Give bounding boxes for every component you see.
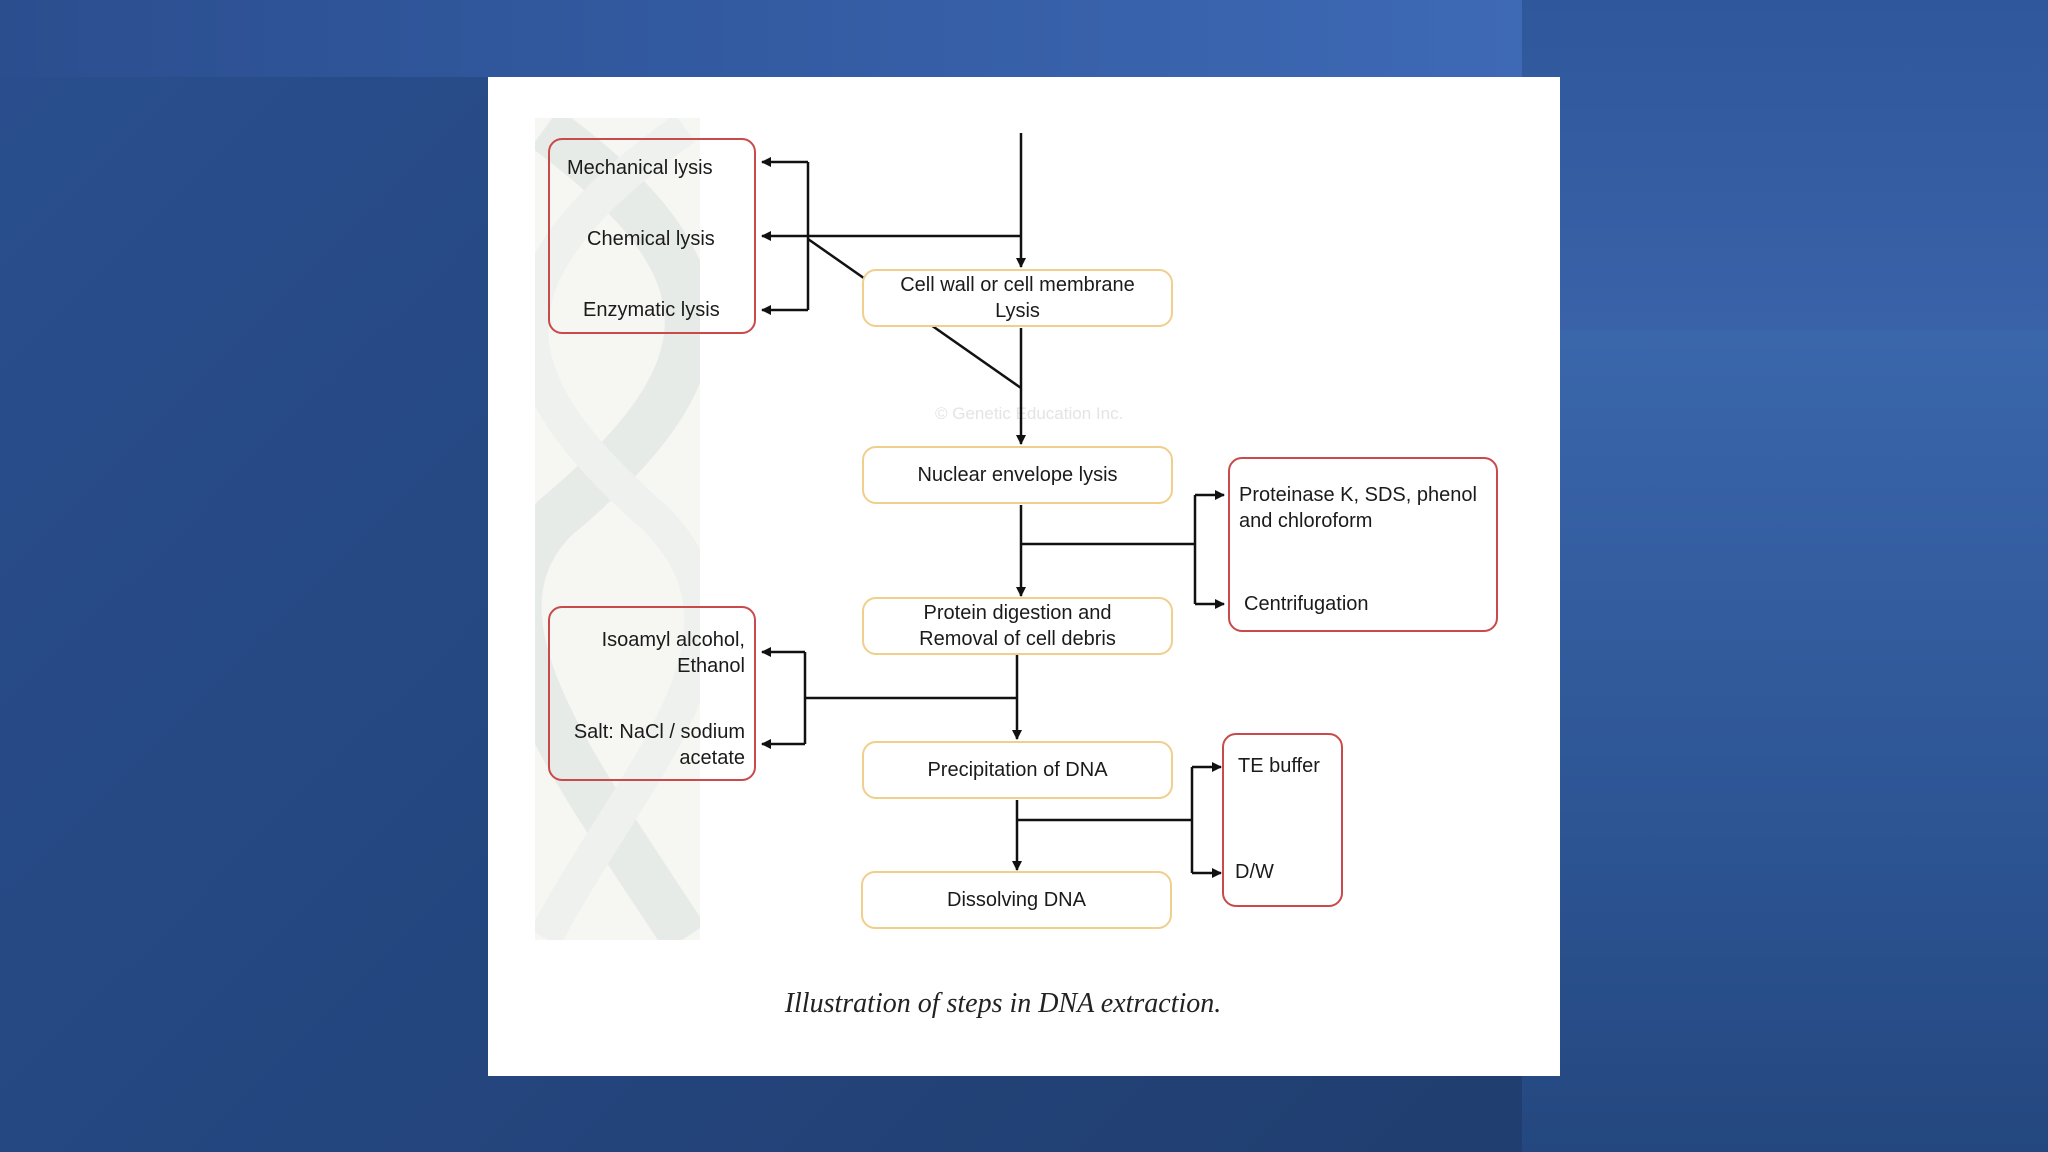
step-precipitation: Precipitation of DNA: [862, 741, 1173, 799]
te-buffer-label: TE buffer: [1238, 755, 1320, 777]
step-nuclear-lysis: Nuclear envelope lysis: [862, 446, 1173, 504]
background-right-panel-top: [1522, 0, 2048, 330]
mechanical-lysis-label: Mechanical lysis: [567, 157, 713, 179]
background-top-band: [0, 0, 1522, 77]
step-dissolving: Dissolving DNA: [861, 871, 1172, 929]
chemical-lysis-label: Chemical lysis: [587, 228, 715, 250]
lysis-methods-group: [548, 138, 756, 334]
step-cell-lysis: Cell wall or cell membrane Lysis: [862, 269, 1173, 327]
background-right-panel-bottom: [1522, 330, 2048, 1152]
dw-label: D/W: [1235, 861, 1274, 883]
proteinase-label: Proteinase K, SDS, phenol and chloroform: [1239, 484, 1477, 532]
protein-reagents-group: [1228, 457, 1498, 632]
step-protein-digestion: Protein digestion and Removal of cell de…: [862, 597, 1173, 655]
enzymatic-lysis-label: Enzymatic lysis: [583, 299, 720, 321]
alcohol-label: Isoamyl alcohol, Ethanol: [601, 629, 745, 677]
figure-caption: Illustration of steps in DNA extraction.: [784, 988, 1222, 1019]
salt-label: Salt: NaCl / sodium acetate: [573, 721, 745, 769]
copyright-watermark: © Genetic Education Inc.: [935, 404, 1124, 423]
dna-helix-watermark: [535, 118, 700, 940]
precipitation-reagents-group: [548, 606, 756, 781]
centrifugation-label: Centrifugation: [1244, 593, 1369, 615]
dissolving-agents-group: [1222, 733, 1343, 907]
